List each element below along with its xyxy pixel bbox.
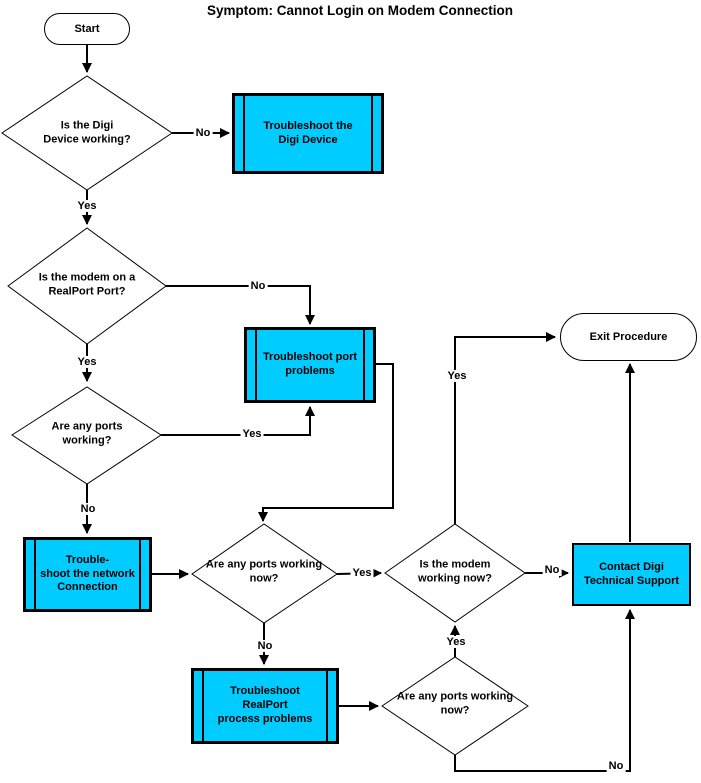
- decision-ports-working-now-bottom-label: Are any ports working now?: [396, 690, 514, 716]
- process-troubleshoot-realport-process-label: Troubleshoot RealPort process problems: [217, 685, 313, 725]
- process-side-bar: [202, 671, 204, 741]
- process-troubleshoot-realport-process: Troubleshoot RealPort process problems: [191, 668, 339, 744]
- decision-digi-working-label: Is the Digi Device working?: [43, 119, 131, 145]
- edge-label-ports-no: No: [78, 502, 98, 516]
- terminator-exit-procedure: Exit Procedure: [560, 313, 697, 361]
- process-troubleshoot-port-problems: Troubleshoot port problems: [244, 327, 376, 403]
- process-side-bar: [34, 540, 36, 609]
- process-troubleshoot-network-connection: Trouble- shoot the network Connection: [23, 537, 152, 612]
- edge-ports-bottom-no: [454, 609, 635, 772]
- edge-modem-now-yes-to-exit: [454, 332, 556, 524]
- terminator-start-label: Start: [74, 23, 100, 35]
- process-side-bar: [139, 540, 141, 609]
- edge-ports-yes: [161, 406, 315, 436]
- edge-label-ports-yes: Yes: [240, 427, 264, 441]
- process-side-bar: [255, 330, 257, 400]
- edge-label-modem-now-no: No: [542, 563, 562, 577]
- decision-ports-working-label: Are any ports working?: [51, 420, 123, 446]
- edge-label-ports-bottom-no: No: [606, 759, 626, 773]
- process-troubleshoot-network-connection-label: Trouble- shoot the network Connection: [40, 553, 135, 594]
- decision-ports-working-now-bottom-shape: [381, 656, 529, 756]
- decision-ports-working-now-mid-label: Are any ports working now?: [205, 558, 323, 584]
- edge-label-digi-no: No: [193, 126, 213, 140]
- edge-label-realport-yes: Yes: [75, 355, 99, 369]
- terminator-exit-label: Exit Procedure: [589, 331, 668, 343]
- process-side-bar: [363, 330, 365, 400]
- process-troubleshoot-port-problems-label: Troubleshoot port problems: [262, 351, 358, 377]
- edge-port-problems-to-ports-now: [258, 363, 394, 522]
- decision-modem-working-now-label: Is the modem working now?: [418, 558, 492, 584]
- process-side-bar: [326, 671, 328, 741]
- edge-realport-no: [166, 285, 315, 325]
- process-side-bar: [371, 96, 373, 171]
- terminator-start: Start: [44, 13, 130, 45]
- process-contact-digi-support-label: Contact Digi Technical Support: [583, 560, 680, 587]
- edge-label-ports-now-yes: Yes: [350, 566, 374, 580]
- process-side-bar: [243, 96, 245, 171]
- diagram-title: Symptom: Cannot Login on Modem Connectio…: [207, 3, 513, 18]
- process-contact-digi-support: Contact Digi Technical Support: [572, 543, 691, 606]
- decision-modem-realport-label: Is the modem on a RealPort Port?: [38, 271, 136, 297]
- edge-label-modem-now-yes: Yes: [445, 369, 469, 383]
- edge-label-realport-no: No: [248, 279, 268, 293]
- process-troubleshoot-digi-device: Troubleshoot the Digi Device: [232, 93, 384, 174]
- edge-label-ports-bottom-yes: Yes: [444, 635, 468, 649]
- edge-label-digi-yes: Yes: [75, 199, 99, 213]
- edge-label-ports-now-no: No: [255, 639, 275, 653]
- process-troubleshoot-digi-device-label: Troubleshoot the Digi Device: [263, 119, 353, 146]
